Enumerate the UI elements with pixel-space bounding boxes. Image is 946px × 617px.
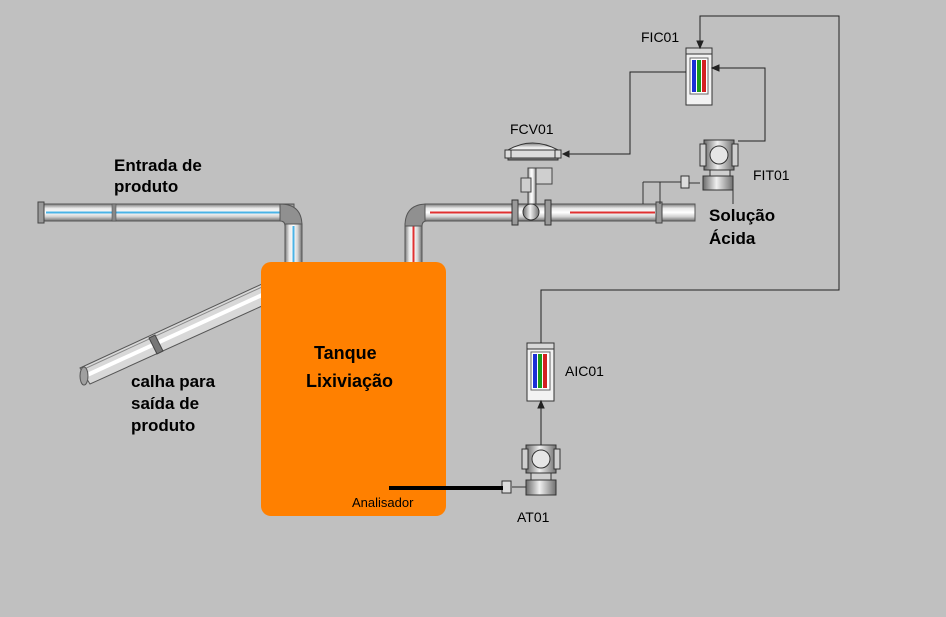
product-inlet-label-line1: Entrada de bbox=[114, 156, 202, 175]
analysis-controller-aic01[interactable] bbox=[526, 342, 555, 402]
signal-lines bbox=[537, 15, 840, 445]
fit01-tag: FIT01 bbox=[753, 167, 790, 183]
control-valve-fcv01[interactable] bbox=[504, 142, 562, 226]
at01-tag: AT01 bbox=[517, 509, 550, 525]
analyzer-label: Analisador bbox=[352, 495, 414, 510]
tank-title-line1: Tanque bbox=[314, 343, 377, 363]
fic01-tag: FIC01 bbox=[641, 29, 679, 45]
leaching-tank[interactable] bbox=[261, 262, 446, 516]
aic01-tag: AIC01 bbox=[565, 363, 604, 379]
product-inlet-label-line2: produto bbox=[114, 177, 178, 196]
acid-inlet-pipe bbox=[404, 201, 696, 265]
tank-title-line2: Lixiviação bbox=[306, 371, 393, 391]
analysis-transmitter-at01[interactable] bbox=[501, 444, 561, 496]
product-outlet-label-line2: saída de bbox=[131, 394, 199, 413]
product-outlet-label-line3: produto bbox=[131, 416, 195, 435]
flow-controller-fic01[interactable] bbox=[685, 47, 713, 106]
product-outlet-chute bbox=[79, 283, 263, 386]
fcv01-tag: FCV01 bbox=[510, 121, 554, 137]
product-inlet-pipe bbox=[37, 201, 303, 265]
acid-label-line2: Ácida bbox=[709, 229, 756, 248]
acid-label-line1: Solução bbox=[709, 206, 775, 225]
flow-transmitter-fit01[interactable] bbox=[642, 139, 739, 204]
product-outlet-label-line1: calha para bbox=[131, 372, 216, 391]
